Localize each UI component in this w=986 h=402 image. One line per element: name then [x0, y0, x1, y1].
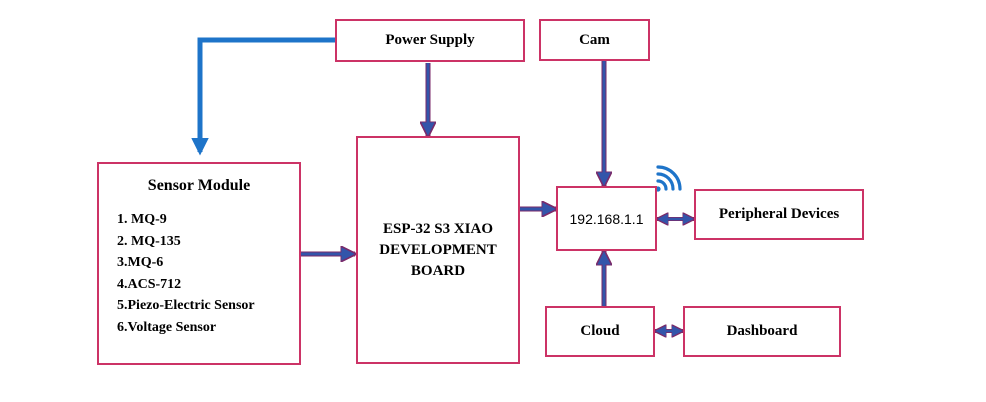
sensor-module-box: Sensor Module 1. MQ-9 2. MQ-135 3.MQ-6 4…: [97, 162, 301, 365]
dashboard-label: Dashboard: [726, 323, 798, 339]
ip-address-label: 192.168.1.1: [569, 210, 644, 227]
power-supply-box: Power Supply: [335, 19, 525, 62]
sensor-list: 1. MQ-9 2. MQ-135 3.MQ-6 4.ACS-712 5.Pie…: [117, 209, 255, 338]
power-to-sensor-line: [191, 37, 336, 156]
board-label-line-1: ESP-32 S3 XIAO: [382, 220, 494, 237]
sensor-item: 6.Voltage Sensor: [117, 319, 217, 335]
peripheral-devices-label: Peripheral Devices: [718, 206, 840, 222]
sensor-item: 2. MQ-135: [117, 233, 181, 249]
wifi-icon: [655, 165, 682, 192]
peripheral-devices-box: Peripheral Devices: [694, 189, 864, 240]
sensor-module-title: Sensor Module: [147, 177, 251, 194]
dashboard-box: Dashboard: [683, 306, 841, 357]
sensor-item: 4.ACS-712: [117, 276, 182, 292]
sensor-item: 5.Piezo-Electric Sensor: [117, 298, 255, 313]
board-box: ESP-32 S3 XIAO DEVELOPMENT BOARD: [356, 136, 520, 364]
cloud-label: Cloud: [580, 323, 620, 339]
cloud-box: Cloud: [545, 306, 655, 357]
cam-box: Cam: [539, 19, 650, 61]
board-label-line-2: DEVELOPMENT: [379, 241, 497, 258]
board-label-line-3: BOARD: [410, 262, 466, 279]
sensor-item: 3.MQ-6: [117, 255, 164, 270]
cam-label: Cam: [579, 31, 610, 48]
sensor-item: 1. MQ-9: [117, 212, 167, 227]
power-supply-label: Power Supply: [385, 32, 475, 48]
router-box: 192.168.1.1: [556, 186, 657, 251]
